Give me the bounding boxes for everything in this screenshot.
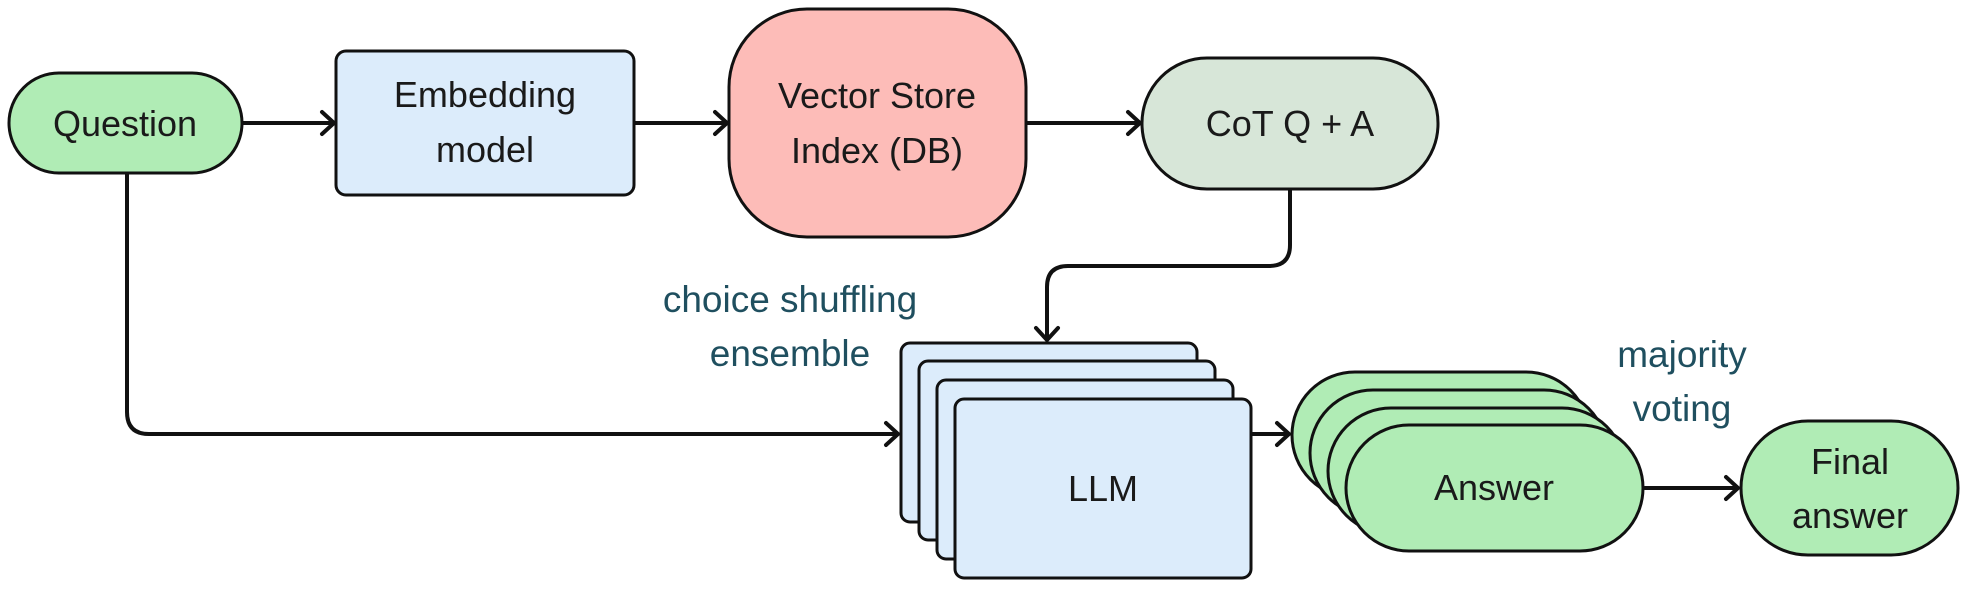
- cot-label: CoT Q + A: [1206, 103, 1374, 144]
- majority-voting-line1: majority: [1617, 334, 1747, 375]
- vector-store-label-line2: Index (DB): [791, 130, 963, 171]
- vector-store-node: Vector Store Index (DB): [727, 7, 1028, 239]
- choice-shuffling-line2: ensemble: [710, 333, 870, 374]
- embedding-model-node: Embedding model: [334, 49, 636, 197]
- question-box: [7, 71, 244, 175]
- edge-vector-store-to-cot: [1025, 110, 1142, 136]
- llm-label: LLM: [1068, 468, 1138, 509]
- llm-node-stack: LLM: [899, 341, 1253, 580]
- cot-node: CoT Q + A: [1140, 56, 1440, 191]
- answer-label: Answer: [1434, 467, 1554, 508]
- edge-cot-to-llm: [1034, 186, 1292, 342]
- answer-box: [1344, 423, 1645, 553]
- vector-store-label-line1: Vector Store: [778, 75, 976, 116]
- majority-voting-annotation: majority voting: [1617, 334, 1747, 429]
- final-answer-label-line2: answer: [1792, 495, 1908, 536]
- edge-embedding-to-vector-store: [633, 110, 729, 136]
- final-answer-node: Final answer: [1739, 419, 1960, 557]
- final-answer-box: [1739, 419, 1960, 557]
- question-label: Question: [53, 103, 197, 144]
- embedding-model-label-line2: model: [436, 129, 534, 170]
- embedding-model-label-line1: Embedding: [394, 74, 576, 115]
- answer-node-stack: Answer: [1290, 370, 1645, 553]
- cot-box: [1140, 56, 1440, 191]
- question-node: Question: [7, 71, 244, 175]
- choice-shuffling-annotation: choice shuffling ensemble: [663, 279, 917, 374]
- choice-shuffling-line1: choice shuffling: [663, 279, 917, 320]
- edge-question-to-llm: [125, 172, 900, 447]
- embedding-model-box: [334, 49, 636, 197]
- majority-voting-line2: voting: [1633, 388, 1732, 429]
- llm-box: [953, 397, 1253, 580]
- edge-question-to-embedding: [241, 110, 336, 136]
- edge-answer-to-final: [1643, 475, 1740, 501]
- edges: [125, 110, 1740, 501]
- edge-llm-to-answer: [1251, 421, 1291, 447]
- final-answer-label-line1: Final: [1811, 441, 1889, 482]
- vector-store-box: [727, 7, 1028, 239]
